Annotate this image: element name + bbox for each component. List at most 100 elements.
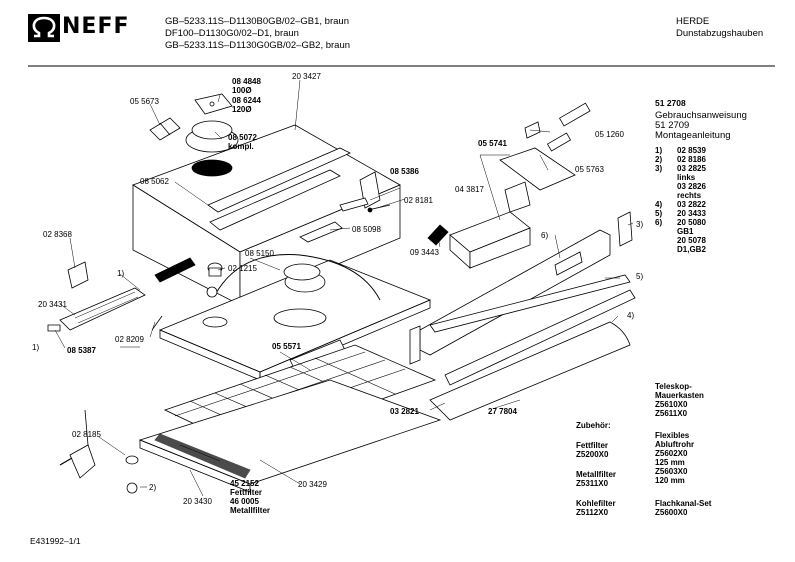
acc-flex-1: Flexibles [655,431,690,440]
bracket-085098 [300,222,342,242]
brand-wordmark: NEFF [62,14,130,39]
callout-1-top: 1) [117,269,125,278]
acc-kohle-code: Z5112X0 [576,508,609,517]
label-085150: 08 5150 [245,249,274,258]
omega-logo-icon [28,14,60,42]
side-bracket-3 [618,212,632,246]
label-021215: 02 1215 [228,264,257,273]
label-028181: 02 8181 [404,196,433,205]
fn-code: 02 8539 [677,146,706,155]
callout-5: 5) [636,272,644,281]
model-line-1: GB–5233.11S–D1130B0GB/02–GB1, braun [165,16,349,27]
terminal-block [505,182,530,212]
label-203429: 20 3429 [298,480,327,489]
category-2: Dunstabzugshauben [676,28,764,39]
cover-055763 [500,148,575,190]
filter-frame-203431 [60,288,145,330]
fn-num: 2) [655,155,663,164]
fn-code: 03 2826 [677,182,706,191]
doc-label-2: Montageanleitung [655,130,731,141]
bracket-055673 [150,118,180,140]
label-277804: 27 7804 [488,407,517,416]
label-452152: 45 2152 [230,479,259,488]
label-metallfilter: Metallfilter [230,506,271,515]
category-1: HERDE [676,16,710,27]
document-id: E431992–1/1 [30,536,81,546]
label-085387: 08 5387 [67,346,96,355]
strip-lower [445,290,635,385]
fn-code: D1,GB2 [677,245,706,254]
acc-teleskop-2: Mauerkasten [655,391,704,400]
fn-code: 20 5080 [677,218,706,227]
acc-kanal-code: Z5600X0 [655,508,688,517]
fn-num: 6) [655,218,663,227]
label-203427: 20 3427 [292,72,321,81]
label-085062: 08 5062 [140,177,169,186]
neff-logo [28,14,123,42]
lamp-holder [207,263,222,297]
fn-num: 4) [655,200,663,209]
fn-code: links [677,173,696,182]
label-120: 120Ø [232,105,252,114]
fn-num: 3) [655,164,663,173]
fn-code: rechts [677,191,702,200]
duct-flange [195,94,232,114]
latch-085387 [48,325,60,331]
acc-flex-c2: Z5603X0 [655,467,688,476]
label-085072: 08 5072 [228,133,257,142]
acc-flex-2: Abluftrohr [655,440,695,449]
plug-093443 [428,225,448,245]
label-203430: 20 3430 [183,497,212,506]
fn-code: 20 5078 [677,236,706,245]
fn-code: 03 2825 [677,164,706,173]
acc-title: Zubehör: [576,421,611,430]
fn-num: 5) [655,209,663,218]
fn-code: 03 2822 [677,200,706,209]
acc-flex-s1: 125 mm [655,458,685,467]
label-028368: 02 8368 [43,230,72,239]
acc-teleskop-1: Teleskop- [655,382,692,391]
side-bracket-left [410,326,420,364]
fn-num: 1) [655,146,663,155]
acc-metall-label: Metallfilter [576,470,617,479]
lamp-parts-028185 [126,456,138,493]
label-100: 100Ø [232,86,252,95]
callout-3: 3) [636,220,644,229]
label-fettfilter: Fettfilter [230,488,262,497]
callout-1-left: 1) [32,343,40,352]
label-086244: 08 6244 [232,96,261,105]
label-032821: 03 2821 [390,407,419,416]
acc-fett-code: Z5200X0 [576,450,609,459]
acc-kanal: Flachkanal-Set [655,499,712,508]
label-043817: 04 3817 [455,185,484,194]
label-028185: 02 8185 [72,430,101,439]
label-093443: 09 3443 [410,248,439,257]
cable-plug [60,410,95,478]
fn-code: 02 8186 [677,155,706,164]
doc-code-2: 51 2709 [655,120,690,131]
doc-code-1: 51 2708 [655,98,686,108]
callout-6: 6) [541,231,549,240]
model-line-3: GB–5233.11S–D1130G0GB/02–GB2, braun [165,40,351,51]
trim-strip-5 [430,275,630,332]
label-085098: 08 5098 [352,225,381,234]
screw-028181 [368,205,390,212]
fn-code: GB1 [677,227,694,236]
label-055741: 05 5741 [478,139,507,148]
acc-teleskop-c1: Z5610X0 [655,400,688,409]
label-055763: 05 5763 [575,165,604,174]
label-460005: 46 0005 [230,497,259,506]
acc-teleskop-c2: Z5611X0 [655,409,688,418]
leader-lines [55,80,633,496]
doc-label-1: Gebrauchsanweisung [655,110,747,121]
callout-2: 2) [149,483,157,492]
bracket-028368 [68,262,88,288]
label-055673: 05 5673 [130,97,159,106]
label-055571: 05 5571 [272,342,301,351]
cable-clip-085386 [340,198,368,211]
capacitor-051260 [547,103,590,151]
model-line-2: DF100–D1130G0/02–D1, braun [165,28,299,39]
switch-block [450,212,530,268]
screw-028209 [152,316,162,330]
